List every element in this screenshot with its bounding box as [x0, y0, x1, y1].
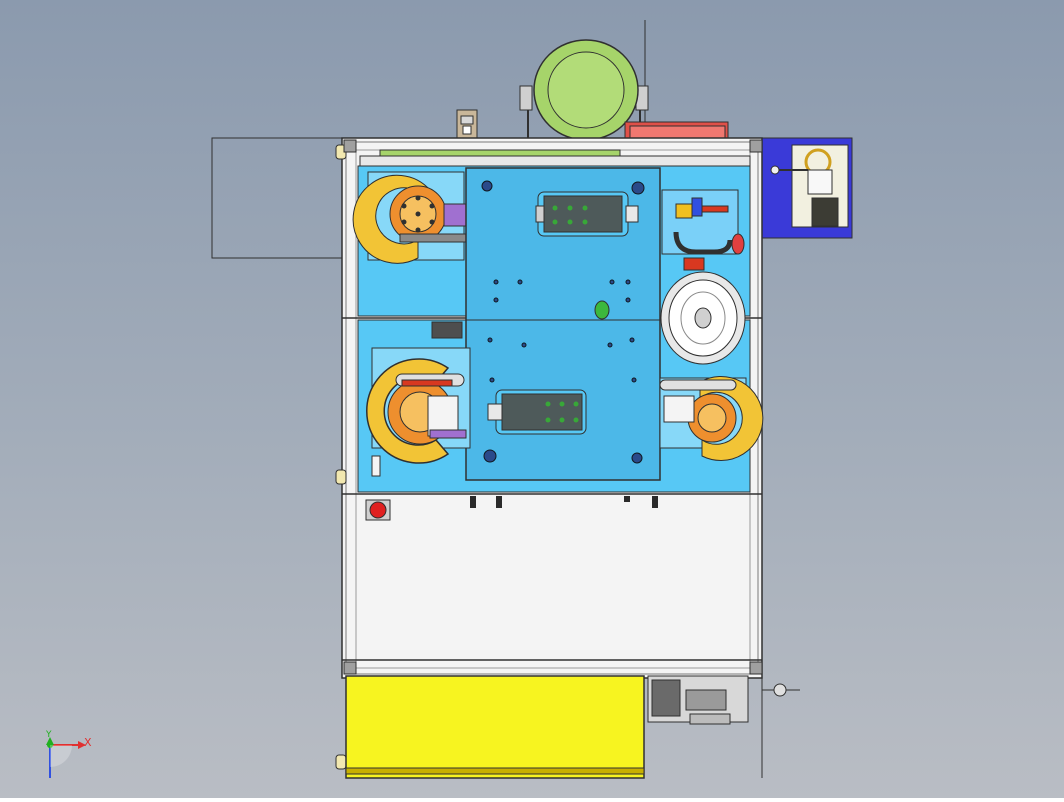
triad-x-label: X	[84, 736, 92, 749]
frame-bolts	[335, 139, 763, 770]
cylinder-block	[431, 321, 463, 339]
white-reel	[660, 271, 746, 365]
upper-clamp-block	[535, 191, 639, 237]
upper-right-valves	[661, 189, 745, 271]
lower-right-dial	[659, 375, 764, 461]
lower-left-dial	[366, 347, 471, 464]
top-rail-2	[359, 155, 751, 167]
yellow-base-cabinet	[345, 675, 645, 779]
lower-right-mechanism	[647, 675, 787, 725]
triad-y-label: Y	[45, 730, 52, 740]
upper-left-dial	[352, 171, 467, 264]
side-blue-box	[761, 137, 853, 239]
side-sensor	[371, 455, 381, 477]
green-port	[594, 300, 610, 320]
coordinate-triad: X Y	[45, 730, 92, 778]
bottom-fittings	[470, 496, 658, 508]
top-bracket	[456, 109, 478, 139]
top-rail	[379, 149, 621, 157]
lower-clamp-block	[487, 389, 587, 435]
plate-bolts	[481, 180, 645, 464]
emergency-stop-button	[365, 499, 391, 521]
